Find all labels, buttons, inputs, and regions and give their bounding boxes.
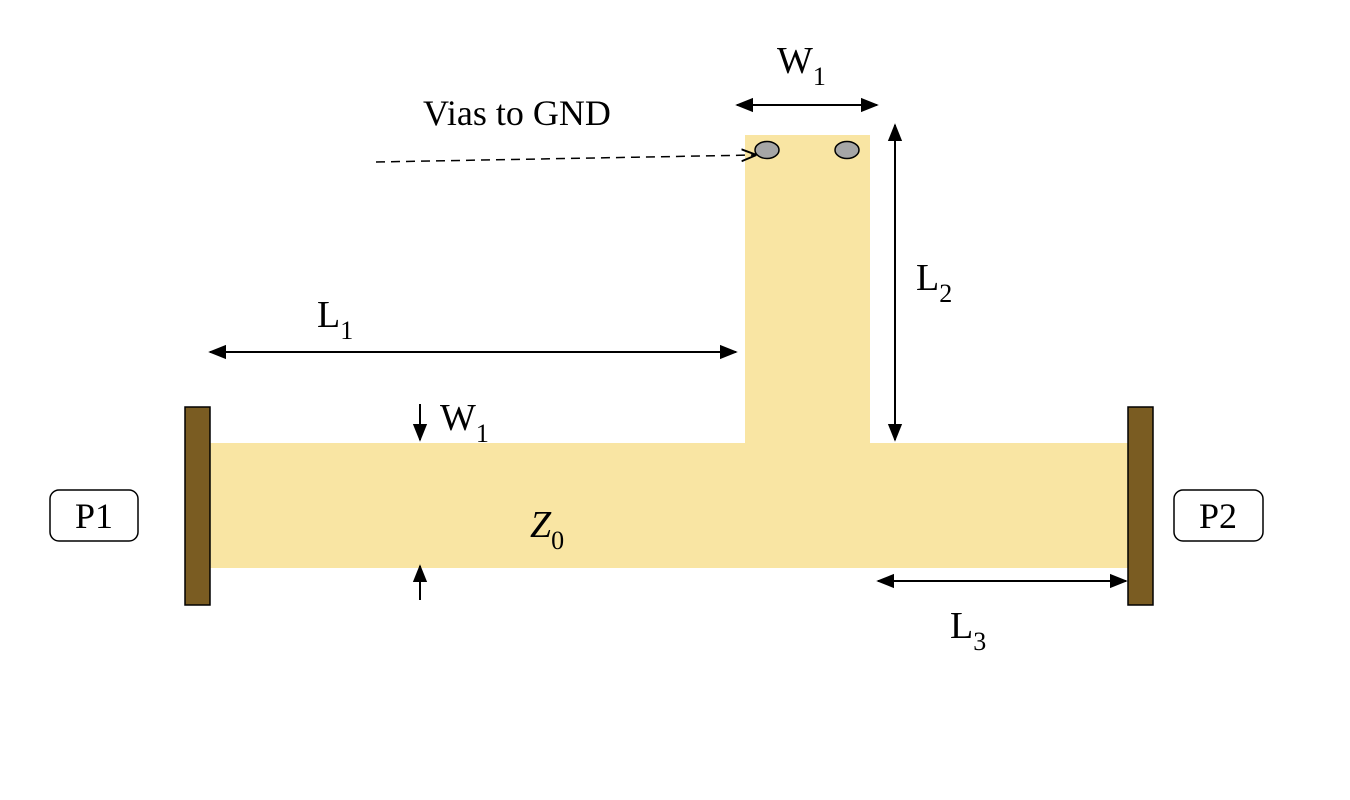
port2-plate [1127, 406, 1154, 606]
port2-label: P2 [1199, 496, 1237, 536]
main-line-strip [210, 443, 1130, 568]
port2-box [1173, 489, 1264, 542]
l2-label: L2 [916, 257, 952, 308]
vias-note: Vias to GND [423, 93, 611, 133]
z0-label: Z0 [530, 504, 564, 555]
l1-label: L1 [317, 294, 353, 345]
l3-label: L3 [950, 605, 986, 656]
port1-plate [184, 406, 211, 606]
port1-label: P1 [75, 496, 113, 536]
w1-main-label: W1 [440, 397, 489, 448]
via-left [754, 140, 780, 160]
via-right [834, 140, 860, 160]
port1-box [49, 489, 139, 542]
w1-top-label: W1 [777, 40, 826, 91]
vias-pointer-arrow [375, 155, 755, 163]
stub-strip [745, 135, 870, 445]
